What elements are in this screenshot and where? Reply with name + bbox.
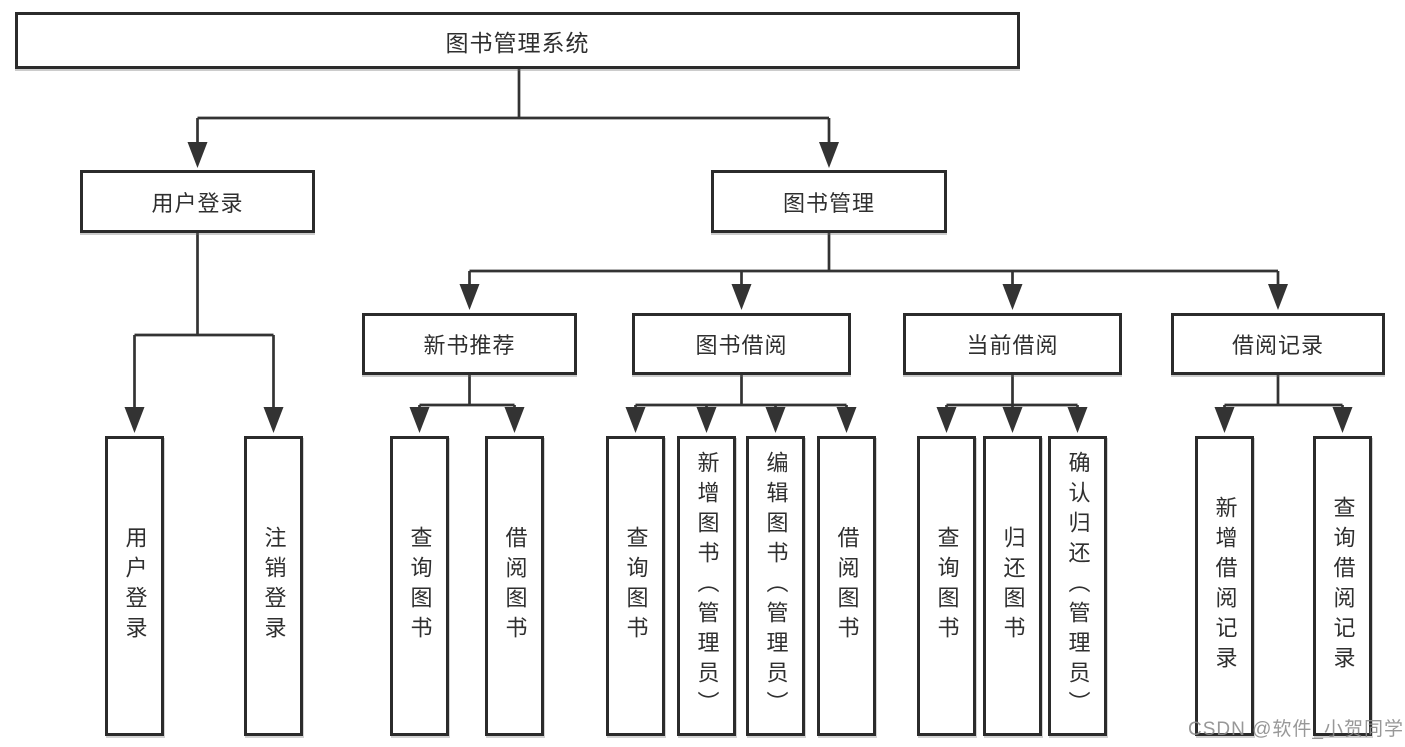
leaf-current-confirm-return-admin: 确认归还（管理员） — [1048, 436, 1107, 736]
leaf-record-query-borrow-record: 查询借阅记录 — [1313, 436, 1372, 736]
node-book-borrowing: 图书借阅 — [632, 313, 851, 375]
node-current-borrowing: 当前借阅 — [903, 313, 1122, 375]
leaf-logout: 注销登录 — [244, 436, 303, 736]
node-new-book-recommendation: 新书推荐 — [362, 313, 577, 375]
connector-arrowhead — [1002, 284, 1023, 310]
connector-path — [468, 233, 1280, 288]
leaf-current-query-books: 查询图书 — [917, 436, 976, 736]
leaf-newbook-borrow-books: 借阅图书 — [485, 436, 544, 736]
connector-arrowhead — [625, 407, 646, 433]
connector-arrowhead — [1214, 407, 1235, 433]
leaf-borrow-edit-books-admin: 编辑图书（管理员） — [746, 436, 805, 736]
connector-arrowhead — [1332, 407, 1353, 433]
leaf-borrow-query-books: 查询图书 — [606, 436, 665, 736]
node-root: 图书管理系统 — [15, 12, 1020, 69]
connector-arrowhead — [765, 407, 786, 433]
connector-path — [1223, 375, 1344, 411]
connector-arrowhead — [124, 407, 145, 433]
leaf-user-login: 用户登录 — [105, 436, 164, 736]
connector-path — [196, 69, 831, 146]
connector-arrowhead — [1268, 284, 1288, 310]
leaf-record-add-borrow-record: 新增借阅记录 — [1195, 436, 1254, 736]
connector-arrowhead — [836, 407, 857, 433]
connector-path — [418, 375, 516, 411]
watermark: CSDN @软件_小贺同学 — [1188, 719, 1404, 740]
node-book-management: 图书管理 — [711, 170, 947, 233]
connector-arrowhead — [731, 284, 752, 310]
connector-arrowhead — [1002, 407, 1023, 433]
connector-arrowhead — [819, 142, 839, 168]
connector-arrowhead — [459, 284, 480, 310]
connector-arrowhead — [696, 407, 717, 433]
leaf-current-return-books: 归还图书 — [983, 436, 1042, 736]
connector-arrowhead — [936, 407, 957, 433]
connector-arrowhead — [409, 407, 430, 433]
leaf-borrow-add-books-admin: 新增图书（管理员） — [677, 436, 736, 736]
connector-arrowhead — [504, 407, 525, 433]
connector-arrowhead — [1067, 407, 1088, 433]
connector-path — [634, 375, 848, 411]
connector-arrowhead — [187, 142, 208, 168]
node-borrowing-records: 借阅记录 — [1171, 313, 1385, 375]
node-user-login: 用户登录 — [80, 170, 315, 233]
connector-arrowhead — [263, 407, 284, 433]
connector-path — [945, 375, 1079, 411]
leaf-newbook-query-books: 查询图书 — [390, 436, 449, 736]
leaf-borrow-borrow-books: 借阅图书 — [817, 436, 876, 736]
connector-path — [133, 233, 275, 411]
